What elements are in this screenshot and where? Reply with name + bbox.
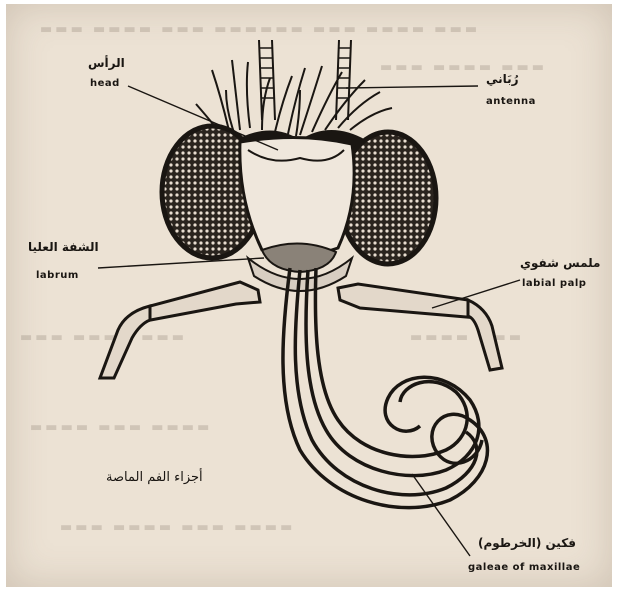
galeae-label: galeae of maxillae xyxy=(468,562,580,573)
labial-palp-label-arabic: ملمس شفوي xyxy=(520,256,600,270)
labrum-shape xyxy=(262,243,336,272)
head-label: head xyxy=(90,78,120,89)
head-label-arabic: الرأس xyxy=(88,56,125,70)
antenna-label-arabic: رُبَاني xyxy=(486,72,519,86)
galeae-label-arabic: فكين (الخرطوم) xyxy=(478,536,576,550)
figure-caption: أجزاء الفم الماصة xyxy=(106,470,203,485)
right-labial-palp xyxy=(338,284,502,370)
antenna-label: antenna xyxy=(486,96,536,107)
labial-palp-label: labial palp xyxy=(522,278,586,289)
labrum-label: labrum xyxy=(36,270,79,281)
labrum-label-arabic: الشفة العليا xyxy=(28,240,99,254)
left-labial-palp xyxy=(100,282,260,378)
